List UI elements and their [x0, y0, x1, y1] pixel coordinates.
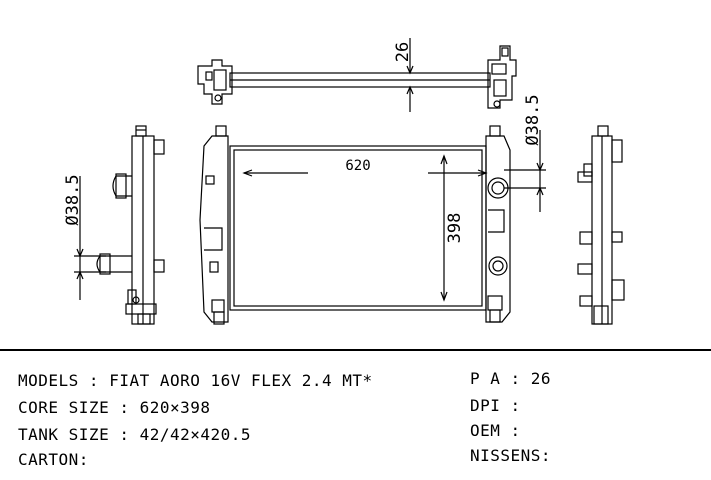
dim-text-left-pipe: Ø38.5 — [63, 174, 83, 225]
dim-text-26: 26 — [393, 42, 413, 62]
dimension-core-height — [440, 154, 448, 302]
dim-text-core-height: 398 — [445, 213, 465, 244]
top-view — [197, 45, 517, 109]
dimension-right-pipe — [504, 130, 546, 212]
spec-pa: P A : 26 — [470, 369, 552, 388]
left-side-view — [96, 125, 165, 325]
spec-core-size: CORE SIZE : 620×398 — [18, 398, 211, 417]
radiator-technical-drawing: 26 Ø38.5 Ø38.5 398 620 — [63, 38, 625, 325]
spec-nissens: NISSENS: — [470, 446, 552, 465]
dimension-core-width — [242, 169, 488, 177]
dimension-26 — [406, 38, 414, 112]
dim-text-right-pipe: Ø38.5 — [523, 94, 543, 145]
front-view — [199, 125, 511, 325]
spec-models: MODELS : FIAT AORO 16V FLEX 2.4 MT* — [18, 371, 373, 390]
spec-tank-size: TANK SIZE : 42/42×420.5 — [18, 425, 252, 444]
right-side-view — [577, 125, 625, 325]
spec-dpi: DPI : — [470, 396, 521, 415]
dimension-left-pipe — [74, 176, 106, 300]
spec-oem: OEM : — [470, 421, 521, 440]
section-divider — [0, 349, 711, 351]
spec-carton: CARTON: — [18, 450, 89, 469]
dim-text-core-width: 620 — [345, 158, 370, 174]
